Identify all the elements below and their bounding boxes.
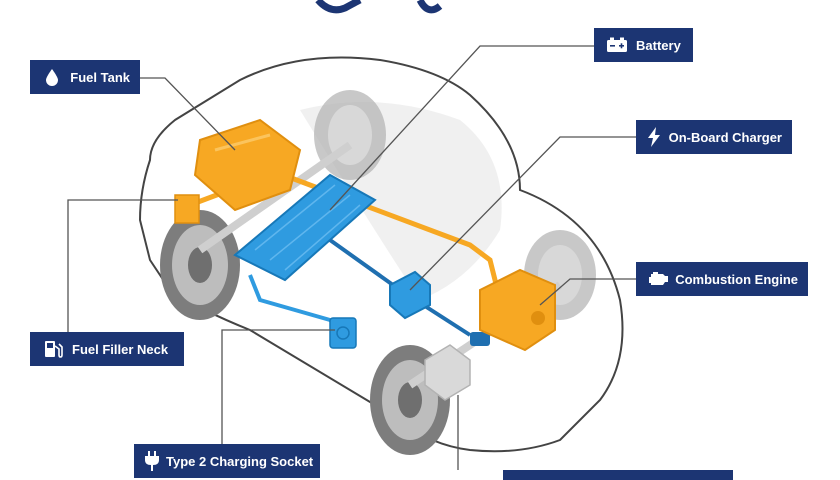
bottom-cut-label	[503, 470, 733, 480]
combustion-engine-text: Combustion Engine	[675, 271, 798, 287]
fuel-pump-icon	[40, 339, 66, 359]
leader-filler	[67, 199, 178, 336]
leader-battery	[329, 45, 595, 211]
fuel-tank-label: Fuel Tank	[30, 60, 140, 94]
cable-plug	[470, 332, 490, 346]
combustion-engine	[479, 268, 556, 352]
on-board-charger-text: On-Board Charger	[668, 129, 782, 145]
fuel-filler-neck-text: Fuel Filler Neck	[72, 341, 169, 357]
fuel-tank	[193, 118, 302, 212]
on-board-charger	[389, 270, 431, 320]
lightning-icon	[646, 127, 663, 147]
fuel-tank-text: Fuel Tank	[70, 69, 130, 85]
plug-icon	[144, 451, 160, 471]
combustion-engine-label: Combustion Engine	[636, 262, 808, 296]
leader-charger	[409, 136, 640, 291]
battery-icon	[604, 37, 630, 53]
charging-socket	[329, 317, 357, 349]
leader-lines	[67, 45, 640, 470]
on-board-charger-label: On-Board Charger	[636, 120, 792, 154]
fuel-filler-neck-label: Fuel Filler Neck	[30, 332, 184, 366]
droplet-icon	[40, 68, 64, 86]
leader-fuel-tank	[140, 77, 236, 151]
title-fragment	[315, 0, 443, 14]
type2-socket-text: Type 2 Charging Socket	[166, 453, 314, 469]
engine-icon	[646, 271, 669, 287]
leader-socket	[221, 329, 335, 444]
gearbox	[424, 344, 471, 401]
battery-label: Battery	[594, 28, 693, 62]
fuel-filler-neck	[174, 194, 200, 224]
battery-pack	[233, 173, 377, 282]
type2-socket-label: Type 2 Charging Socket	[134, 444, 320, 478]
battery-text: Battery	[636, 37, 681, 53]
leader-engine	[539, 278, 636, 306]
